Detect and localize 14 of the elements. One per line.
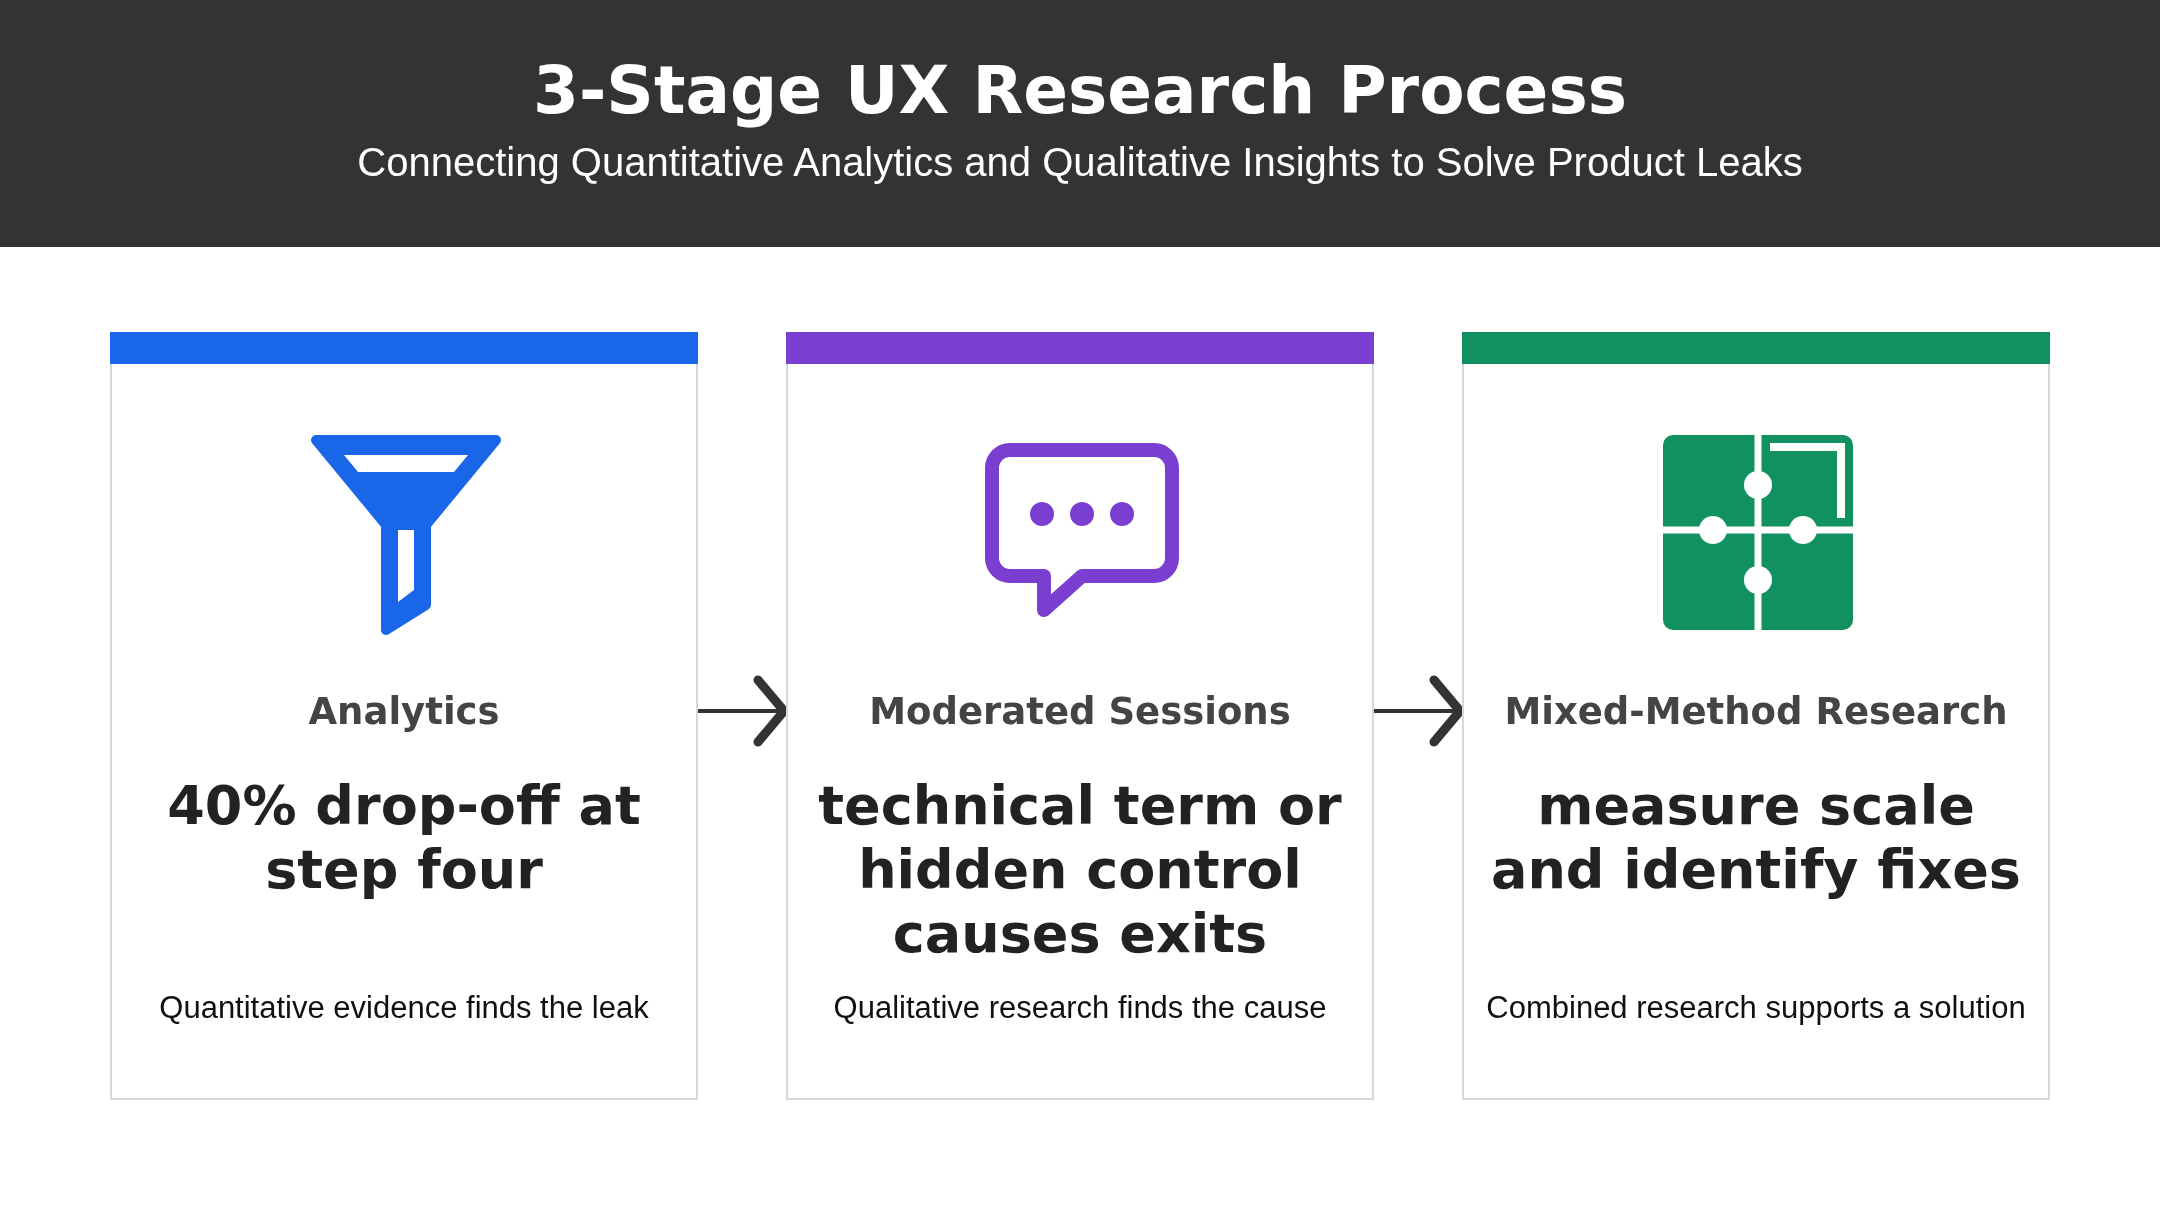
process-card bbox=[1462, 332, 2050, 1100]
stage-heading: Mixed-Method Research bbox=[1503, 690, 2009, 733]
stage-note: Combined research supports a solution bbox=[1485, 990, 2027, 1026]
key-finding: 40% drop-off at step four bbox=[166, 774, 642, 902]
process-card bbox=[110, 332, 698, 1100]
key-finding: technical term or hidden control causes exits bbox=[817, 774, 1343, 966]
process-card bbox=[786, 332, 1374, 1100]
key-finding: measure scale and identify fixes bbox=[1490, 774, 2022, 902]
stage-note: Quantitative evidence finds the leak bbox=[158, 990, 650, 1026]
subtitle: Connecting Quantitative Analytics and Qualitative Insights to Solve Product Leaks bbox=[356, 140, 1804, 185]
title: 3-Stage UX Research Process bbox=[532, 52, 1628, 129]
stage-note: Qualitative research finds the cause bbox=[832, 990, 1328, 1026]
stage-heading: Analytics bbox=[307, 690, 501, 733]
stage-heading: Moderated Sessions bbox=[868, 690, 1292, 733]
